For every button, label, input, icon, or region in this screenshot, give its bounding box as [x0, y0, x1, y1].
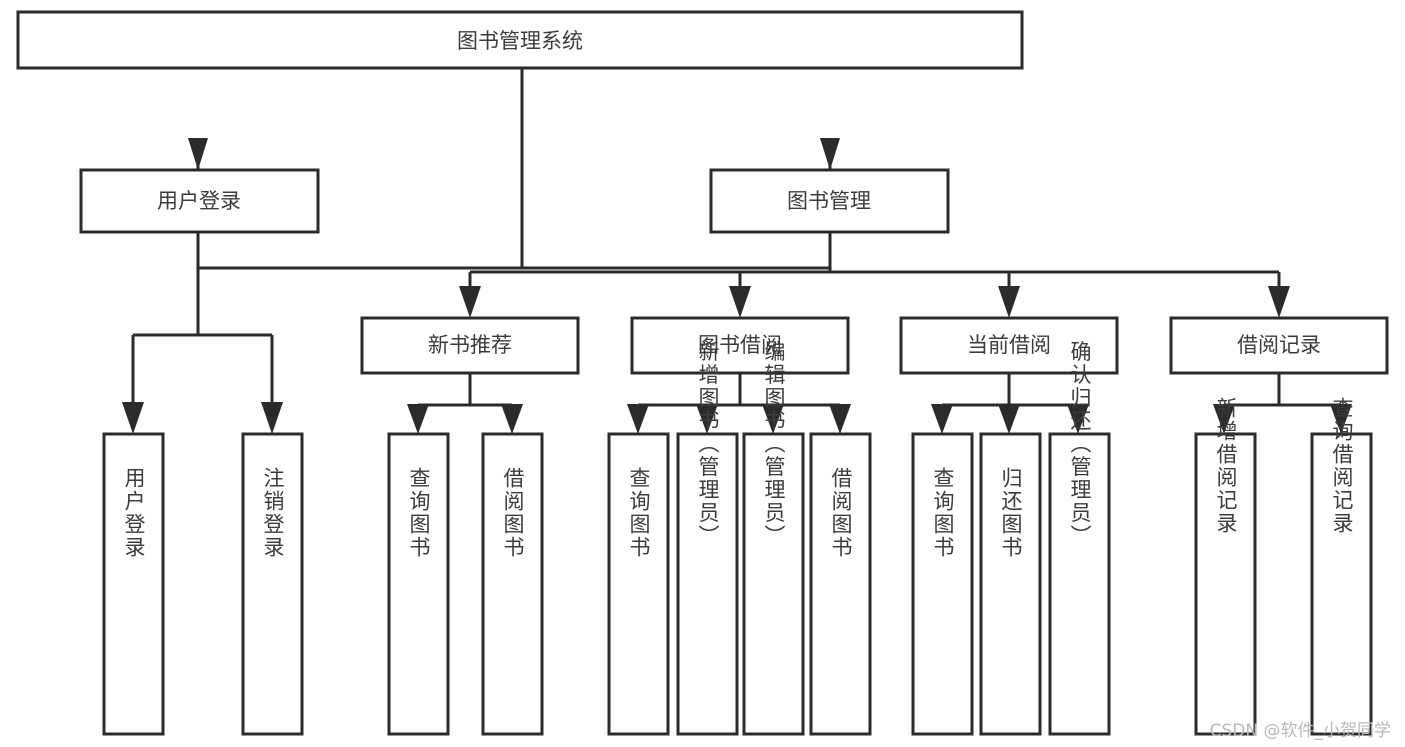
arrow-head-book-manage	[820, 138, 840, 170]
node-leaf-borrow-book-1-box[interactable]	[481, 432, 544, 736]
node-root-box[interactable]	[16, 10, 1024, 70]
node-leaf-user-login[interactable]: 用户登录	[102, 432, 165, 736]
node-book-borrow-label: 图书借阅	[698, 333, 782, 357]
node-leaf-borrow-book-2-box[interactable]	[809, 432, 872, 736]
node-new-book-recommend[interactable]: 新书推荐	[360, 316, 580, 375]
node-leaf-confirm-return[interactable]: 确认归还（管理员）	[1048, 341, 1111, 736]
arrow-head-leaf-query-book-1	[407, 404, 429, 434]
node-leaf-logout-login[interactable]: 注销登录	[241, 432, 304, 736]
node-user-login-box[interactable]	[79, 168, 320, 234]
arrow-head-leaf-borrow-book-1	[501, 404, 523, 434]
node-leaf-query-book-3[interactable]: 查询图书	[911, 432, 974, 736]
node-leaf-edit-book[interactable]: 编辑图书（管理员）	[742, 341, 805, 736]
node-root[interactable]: 图书管理系统	[16, 10, 1024, 70]
node-new-book-recommend-box[interactable]	[360, 316, 580, 375]
node-root-label: 图书管理系统	[457, 29, 583, 53]
node-leaf-borrow-book-2[interactable]: 借阅图书	[809, 432, 872, 736]
node-leaf-query-book-1[interactable]: 查询图书	[387, 432, 450, 736]
node-leaf-add-record-box[interactable]	[1194, 432, 1257, 736]
node-book-borrow-box[interactable]	[630, 316, 850, 375]
node-leaf-query-book-2-label: 查询图书	[627, 467, 651, 559]
node-leaf-add-book[interactable]: 新增图书（管理员）	[676, 341, 739, 736]
arrow-head-leaf-query-book-2	[627, 404, 649, 434]
node-leaf-add-book-box[interactable]	[676, 432, 739, 736]
node-leaf-query-book-2[interactable]: 查询图书	[607, 432, 670, 736]
node-leaf-borrow-book-1[interactable]: 借阅图书	[481, 432, 544, 736]
node-leaf-borrow-book-1-label: 借阅图书	[501, 467, 525, 559]
node-leaf-query-book-1-label: 查询图书	[407, 467, 431, 559]
node-leaf-query-record-box[interactable]	[1310, 432, 1373, 736]
node-leaf-return-book-label: 归还图书	[999, 467, 1023, 559]
arrow-head-user-login	[188, 138, 208, 170]
node-leaf-confirm-return-box[interactable]	[1048, 432, 1111, 736]
node-leaf-user-login-label: 用户登录	[122, 467, 146, 559]
node-leaf-add-record[interactable]: 新增借阅记录	[1194, 397, 1257, 736]
watermark: CSDN @软件_小贺同学	[1209, 721, 1391, 741]
node-leaf-user-login-box[interactable]	[102, 432, 165, 736]
node-leaf-confirm-return-label: 确认归还（管理员）	[1068, 341, 1092, 548]
node-leaf-logout-login-box[interactable]	[241, 432, 304, 736]
arrow-head-leaf-query-book-3	[931, 404, 953, 434]
arrow-head-leaf-user-login	[122, 402, 144, 434]
node-book-manage[interactable]: 图书管理	[709, 168, 950, 234]
node-leaf-query-record[interactable]: 查询借阅记录	[1310, 397, 1373, 736]
arrow-head-current-borrow	[998, 286, 1020, 318]
node-leaf-query-book-1-box[interactable]	[387, 432, 450, 736]
arrow-head-leaf-query-record	[1330, 404, 1352, 434]
node-borrow-record[interactable]: 借阅记录	[1169, 316, 1389, 375]
node-current-borrow-box[interactable]	[899, 316, 1119, 375]
node-leaf-borrow-book-2-label: 借阅图书	[829, 467, 853, 559]
node-leaf-query-book-2-box[interactable]	[607, 432, 670, 736]
node-book-manage-box[interactable]	[709, 168, 950, 234]
node-leaf-query-record-label: 查询借阅记录	[1330, 397, 1354, 535]
node-leaf-logout-login-label: 注销登录	[261, 467, 285, 559]
arrow-head-leaf-confirm-return	[1067, 404, 1089, 434]
node-borrow-record-label: 借阅记录	[1237, 333, 1321, 357]
node-new-book-recommend-label: 新书推荐	[428, 333, 512, 357]
node-leaf-query-book-3-box[interactable]	[911, 432, 974, 736]
arrow-head-leaf-add-book	[696, 404, 718, 434]
node-book-manage-label: 图书管理	[787, 189, 871, 213]
node-user-login-label: 用户登录	[157, 189, 241, 213]
arrow-head-leaf-edit-book	[762, 404, 784, 434]
node-leaf-add-record-label: 新增借阅记录	[1214, 397, 1238, 535]
node-leaf-return-book[interactable]: 归还图书	[979, 432, 1042, 736]
node-leaf-return-book-box[interactable]	[979, 432, 1042, 736]
node-leaf-edit-book-box[interactable]	[742, 432, 805, 736]
node-leaf-edit-book-label: 编辑图书（管理员）	[762, 341, 786, 548]
node-current-borrow[interactable]: 当前借阅	[899, 316, 1119, 375]
node-current-borrow-label: 当前借阅	[967, 333, 1051, 357]
node-leaf-add-book-label: 新增图书（管理员）	[696, 341, 720, 548]
arrow-head-book-borrow	[729, 286, 751, 318]
arrow-head-leaf-logout-login	[261, 402, 283, 434]
node-leaf-query-book-3-label: 查询图书	[931, 467, 955, 559]
arrow-head-leaf-add-record	[1213, 404, 1235, 434]
node-user-login[interactable]: 用户登录	[79, 168, 320, 234]
node-book-borrow[interactable]: 图书借阅	[630, 316, 850, 375]
arrow-head-leaf-return-book	[998, 404, 1020, 434]
arrow-head-leaf-borrow-book-2	[829, 404, 851, 434]
connector-layer	[122, 68, 1352, 434]
arrow-head-borrow-record	[1268, 286, 1290, 318]
arrow-head-new-book-recommend	[459, 286, 481, 318]
node-borrow-record-box[interactable]	[1169, 316, 1389, 375]
